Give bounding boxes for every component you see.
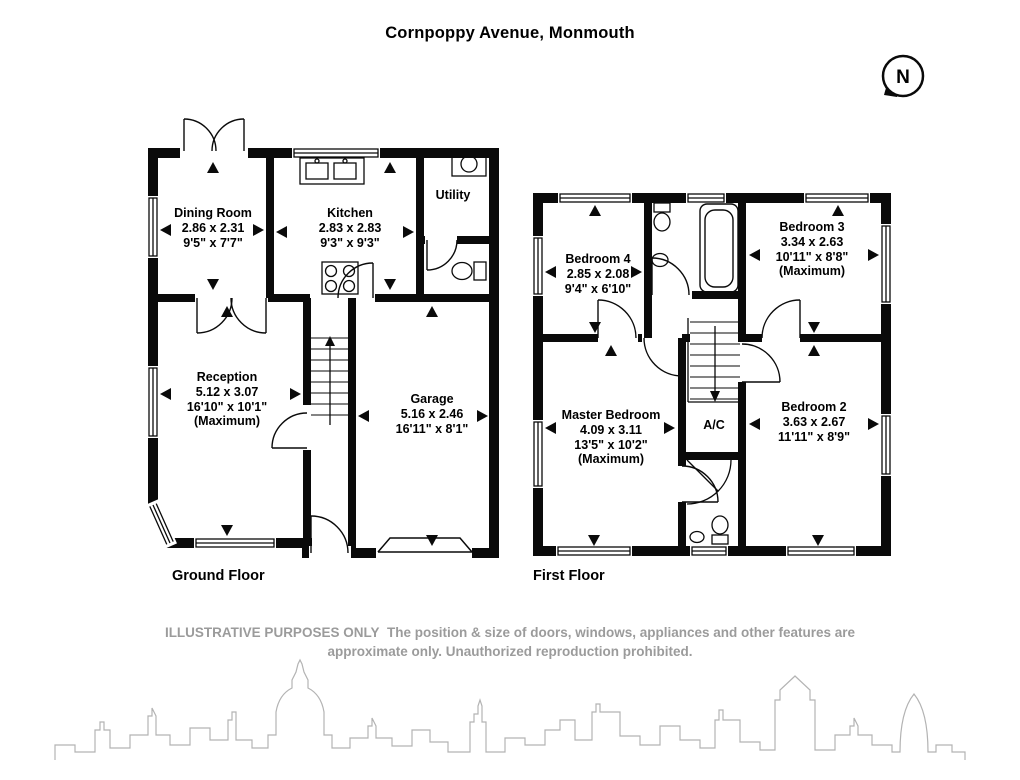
wc-toilet-icon	[451, 261, 487, 281]
room-dim-imperial: 16'11" x 8'1"	[395, 421, 469, 436]
room-label-garage: Garage 5.16 x 2.46 16'11" x 8'1"	[396, 392, 469, 436]
room-dim-metric: 4.09 x 3.11	[580, 422, 642, 437]
room-dim-metric: 2.85 x 2.08	[566, 266, 630, 281]
room-label-dining: Dining Room 2.86 x 2.31 9'5" x 7'7"	[174, 206, 252, 250]
room-dim-metric: 2.86 x 2.31	[181, 220, 245, 235]
room-label-master-bedroom: Master Bedroom 4.09 x 3.11 13'5" x 10'2"…	[562, 408, 661, 467]
stairs-down	[687, 318, 740, 403]
room-label-reception: Reception 5.12 x 3.07 16'10" x 10'1" (Ma…	[187, 370, 267, 429]
room-name: A/C	[703, 418, 725, 432]
compass-north-label: N	[896, 67, 910, 88]
disclaimer-line-2: approximate only. Unauthorized reproduct…	[327, 643, 693, 659]
room-dim-imperial: 11'11" x 8'9"	[777, 429, 851, 444]
ground-floor-label: Ground Floor	[172, 568, 265, 584]
first-floor-label: First Floor	[533, 568, 605, 584]
measurement-arrows	[545, 205, 879, 546]
disclaimer-line-1: ILLUSTRATIVE PURPOSES ONLY The position …	[164, 625, 856, 640]
doors	[180, 118, 458, 560]
shower-icon	[686, 459, 732, 505]
room-name: Bedroom 2	[781, 400, 847, 414]
room-dim-imperial: 13'5" x 10'2"	[574, 437, 648, 452]
room-name: Master Bedroom	[561, 408, 661, 422]
room-name: Reception	[196, 370, 258, 384]
boiler-icon	[451, 151, 487, 177]
room-dim-metric: 2.83 x 2.83	[318, 220, 382, 235]
room-dim-imperial: 10'11" x 8'8"	[775, 249, 849, 264]
bathroom-basin-icon	[651, 252, 669, 268]
ensuite-basin-icon	[689, 530, 705, 544]
room-dim-metric: 5.12 x 3.07	[195, 384, 259, 399]
hob-icon	[321, 261, 359, 295]
room-label-utility: Utility	[436, 188, 471, 203]
room-label-ac: A/C	[703, 418, 725, 433]
room-label-bedroom3: Bedroom 3 3.34 x 2.63 10'11" x 8'8" (Max…	[776, 220, 849, 279]
room-label-bedroom2: Bedroom 2 3.63 x 2.67 11'11" x 8'9"	[778, 400, 850, 444]
room-name: Utility	[435, 188, 471, 202]
bathroom-toilet-icon	[653, 202, 671, 232]
room-name: Bedroom 3	[779, 220, 845, 234]
skyline-graphic	[54, 658, 966, 760]
ensuite-toilet-icon	[711, 515, 729, 545]
measurement-arrows	[160, 162, 488, 546]
room-dim-note: (Maximum)	[779, 264, 845, 279]
room-dim-imperial: 9'5" x 7'7"	[183, 235, 243, 250]
room-name: Bedroom 4	[565, 252, 631, 266]
room-dim-metric: 3.34 x 2.63	[780, 234, 844, 249]
room-dim-metric: 5.16 x 2.46	[400, 406, 464, 421]
room-dim-imperial: 9'4" x 6'10"	[564, 281, 632, 296]
ground-floor-plan	[146, 118, 499, 561]
room-dim-note: (Maximum)	[578, 452, 644, 467]
room-dim-note: (Maximum)	[194, 414, 260, 429]
windows	[146, 146, 380, 550]
room-name: Garage	[410, 392, 454, 406]
windows	[531, 191, 893, 558]
room-name: Kitchen	[327, 206, 373, 220]
stairs-up	[311, 336, 348, 425]
room-name: Dining Room	[174, 206, 252, 220]
room-label-kitchen: Kitchen 2.83 x 2.83 9'3" x 9'3"	[319, 206, 382, 250]
first-floor-plan	[531, 191, 893, 558]
room-dim-metric: 3.63 x 2.67	[782, 414, 846, 429]
kitchen-sink-icon	[299, 157, 365, 185]
room-label-bedroom4: Bedroom 4 2.85 x 2.08 9'4" x 6'10"	[565, 252, 631, 296]
disclaimer-text: ILLUSTRATIVE PURPOSES ONLY The position …	[0, 624, 1020, 662]
garage-door-icon	[376, 537, 473, 561]
room-dim-imperial: 9'3" x 9'3"	[320, 235, 380, 250]
room-dim-imperial: 16'10" x 10'1"	[186, 399, 268, 414]
bath-icon	[699, 203, 739, 293]
page-title: Cornpoppy Avenue, Monmouth	[385, 24, 635, 42]
compass-icon: N	[881, 54, 925, 98]
